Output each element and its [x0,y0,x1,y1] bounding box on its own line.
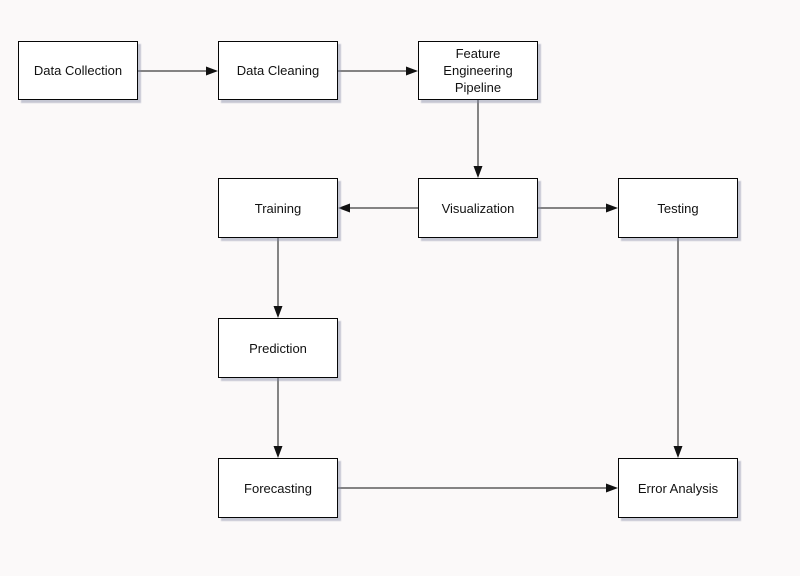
node-feature-engineering-pipeline[interactable]: Feature Engineering Pipeline [418,41,538,100]
node-label: Visualization [441,200,515,216]
node-data-cleaning[interactable]: Data Cleaning [218,41,338,100]
node-visualization[interactable]: Visualization [418,178,538,238]
node-label: Training [254,200,302,216]
node-error-analysis[interactable]: Error Analysis [618,458,738,518]
node-testing[interactable]: Testing [618,178,738,238]
node-data-collection[interactable]: Data Collection [18,41,138,100]
node-label: Error Analysis [637,480,719,496]
node-label: Data Cleaning [236,63,320,78]
node-label: Data Collection [33,63,123,78]
node-label: Testing [657,200,699,216]
node-prediction[interactable]: Prediction [218,318,338,378]
node-training[interactable]: Training [218,178,338,238]
node-label: Forecasting [244,480,312,496]
node-label: Prediction [249,340,307,356]
node-forecasting[interactable]: Forecasting [218,458,338,518]
node-label: Feature Engineering Pipeline [443,46,513,95]
